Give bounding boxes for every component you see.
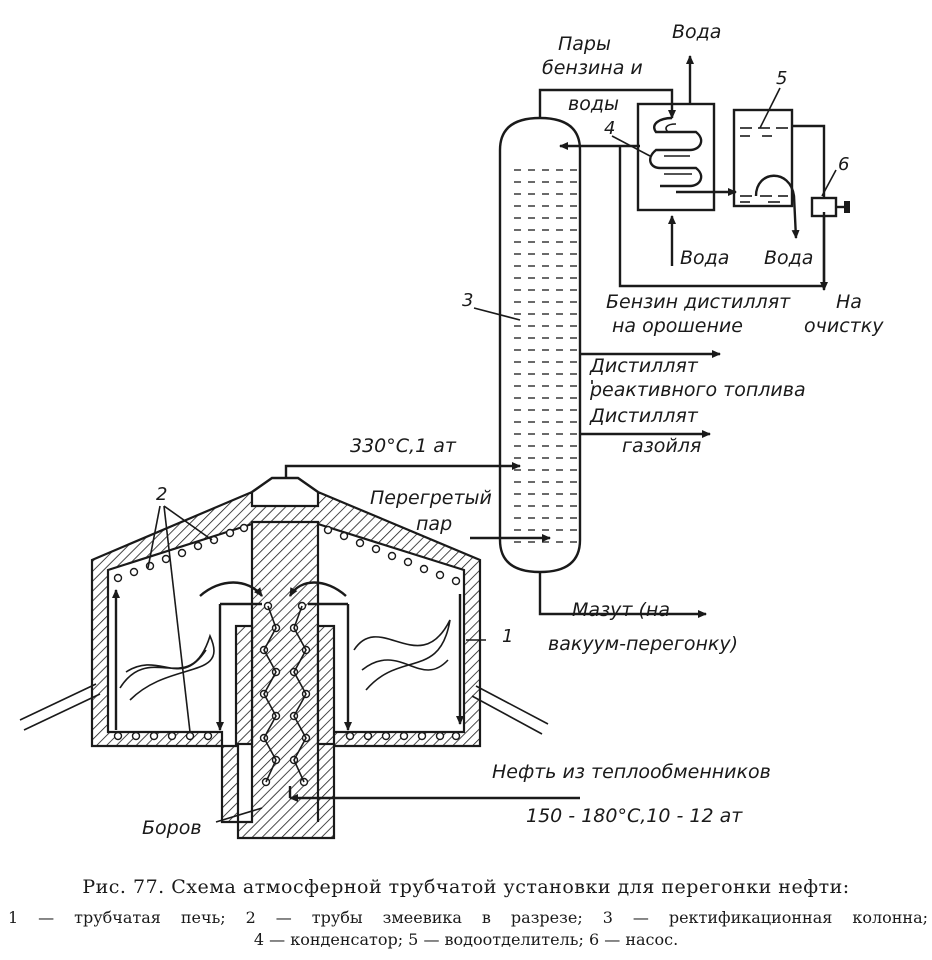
label-jet-2: реактивного топлива	[589, 379, 806, 401]
label-water-in: Вода	[680, 247, 729, 269]
flame-right	[353, 619, 451, 691]
label-water-top: Вода	[672, 21, 721, 43]
figure-caption-legend-1: 1 — трубчатая печь; 2 — трубы змеевика в…	[8, 908, 928, 927]
label-num-1: 1	[502, 626, 513, 647]
label-cleaning-2: очистку	[804, 315, 884, 337]
furnace-wall	[90, 490, 482, 840]
label-jet-1: Дистиллят	[589, 355, 699, 377]
label-num-5: 5	[776, 68, 787, 89]
label-steam-1: Перегретый	[370, 487, 492, 509]
partition-right	[316, 624, 336, 746]
label-oil-params: 150 - 180°С,10 - 12 ат	[526, 805, 743, 827]
water-drain	[754, 174, 800, 239]
labels: Пары бензина и воды Вода Вода Вода Бензи…	[142, 21, 884, 839]
column-liquid-dashes	[514, 169, 577, 543]
separator-box	[732, 108, 794, 208]
label-flue: Боров	[142, 817, 202, 839]
label-mazut-2: вакуум-перегонку)	[548, 633, 738, 655]
label-vapors-2: бензина и	[542, 57, 643, 79]
burner-left	[19, 683, 97, 721]
pump	[810, 196, 850, 291]
figure-caption-title: Рис. 77. Схема атмосферной трубчатой уст…	[82, 876, 850, 898]
burner-right	[475, 685, 549, 725]
gas-flow-arrow-right	[288, 581, 347, 597]
condenser	[636, 55, 737, 266]
label-steam-2: пар	[416, 513, 452, 535]
label-cleaning-1: На	[836, 291, 862, 313]
label-vapors-3: воды	[568, 93, 619, 115]
condenser-box	[636, 102, 716, 212]
leader-lines	[147, 87, 837, 823]
label-num-4: 4	[604, 118, 615, 139]
figure-caption-legend-2: 4 — конденсатор; 5 — водоотделитель; 6 —…	[253, 930, 679, 949]
flame-left	[119, 633, 215, 701]
label-gasoline-1: Бензин дистиллят	[606, 291, 791, 313]
furnace-outlet-dome	[251, 476, 319, 493]
gasoline-to-pump	[792, 124, 826, 198]
condenser-coil	[649, 116, 703, 188]
partition-left	[234, 624, 254, 746]
label-num-6: 6	[838, 154, 849, 175]
furnace-to-column-line	[284, 462, 521, 478]
tube-furnace	[19, 462, 580, 840]
label-gasoil-2: газойля	[622, 435, 701, 457]
label-mazut-1: Мазут (на	[572, 599, 670, 621]
label-num-2: 2	[156, 484, 167, 505]
label-gasoline-2: на орошение	[612, 315, 743, 337]
label-num-3: 3	[462, 290, 473, 311]
distillation-column	[470, 88, 826, 618]
label-oil-in: Нефть из теплообменников	[492, 761, 771, 783]
mazut-outlet	[538, 572, 707, 618]
label-water-out: Вода	[764, 247, 813, 269]
column-shell	[498, 116, 582, 574]
label-temp-top: 330°С,1 ат	[350, 435, 457, 457]
water-separator	[732, 108, 826, 239]
label-vapors-1: Пары	[558, 33, 611, 55]
gas-flow-arrow-left	[199, 581, 263, 597]
label-gasoil-1: Дистиллят	[589, 405, 699, 427]
